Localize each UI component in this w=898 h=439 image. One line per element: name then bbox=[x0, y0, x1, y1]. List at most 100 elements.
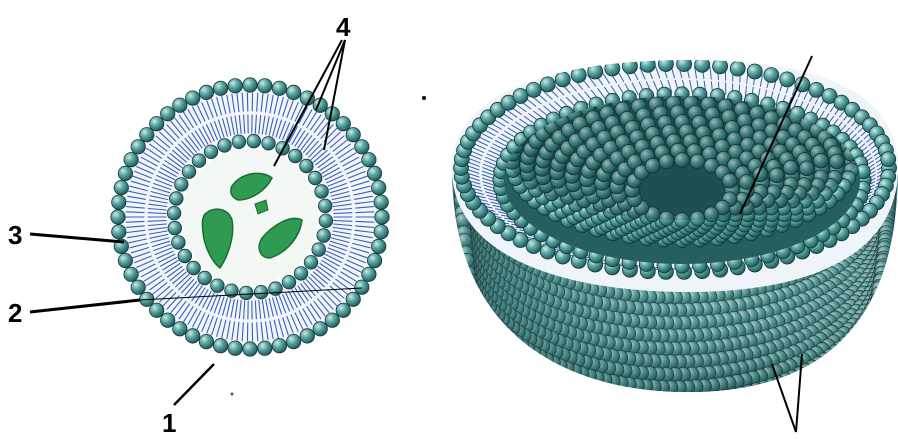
outer-surface-head bbox=[579, 381, 593, 395]
lipid-head-inner bbox=[192, 154, 206, 168]
lipid-head-outer bbox=[355, 140, 369, 154]
outer-surface-head bbox=[867, 306, 881, 320]
outer-surface-head bbox=[619, 415, 633, 429]
outer-surface-head bbox=[544, 367, 558, 381]
lipid-head-outer bbox=[325, 313, 339, 327]
outer-surface-head bbox=[651, 393, 665, 407]
leader-line-2 bbox=[30, 300, 140, 312]
lipid-head-outer bbox=[367, 253, 381, 267]
lipid-head-inner bbox=[312, 243, 326, 257]
outer-surface-head bbox=[463, 279, 477, 293]
outer-surface-head bbox=[668, 393, 682, 407]
outer-surface-head bbox=[748, 408, 762, 422]
outer-surface-head bbox=[468, 309, 482, 323]
outer-surface-head bbox=[705, 404, 719, 418]
outer-surface-head bbox=[466, 298, 480, 312]
outer-surface-head bbox=[729, 400, 743, 414]
outer-surface-head bbox=[587, 383, 601, 397]
outer-surface-head bbox=[588, 408, 602, 422]
outer-surface-head bbox=[475, 325, 489, 339]
outer-surface-head bbox=[733, 412, 747, 426]
outer-surface-head bbox=[564, 376, 578, 390]
outer-surface-head bbox=[581, 406, 595, 420]
outer-surface-head bbox=[647, 405, 661, 419]
outer-surface-head bbox=[795, 377, 809, 391]
outer-surface-head bbox=[496, 355, 510, 369]
lipid-head-inner bbox=[254, 285, 268, 299]
outer-surface-head bbox=[737, 398, 751, 412]
outer-surface-head bbox=[469, 298, 483, 312]
outer-surface-head bbox=[502, 340, 516, 354]
lipid-head-inner bbox=[318, 199, 332, 213]
outer-surface-head bbox=[849, 345, 863, 359]
lipid-head-outer bbox=[243, 342, 257, 356]
lipid-head-outer bbox=[372, 239, 386, 253]
lipid-head-inner bbox=[178, 249, 192, 263]
outer-surface-head bbox=[831, 364, 845, 378]
outer-surface-head bbox=[498, 336, 512, 350]
outer-surface-head bbox=[505, 364, 519, 378]
outer-surface-head bbox=[844, 341, 858, 355]
outer-surface-head bbox=[480, 326, 494, 340]
lipid-head-inner bbox=[218, 139, 232, 153]
lipid-head-outer bbox=[336, 303, 350, 317]
lipid-head-inner bbox=[308, 171, 322, 185]
outer-surface-head bbox=[693, 392, 707, 406]
outer-surface-head bbox=[465, 292, 479, 306]
outer-surface-head bbox=[668, 419, 682, 433]
lipid-head-inner bbox=[304, 255, 318, 269]
stray-dot bbox=[422, 96, 426, 100]
outer-surface-head bbox=[555, 384, 569, 398]
outer-surface-head bbox=[474, 308, 488, 322]
lipid-head-outer bbox=[186, 91, 200, 105]
outer-surface-head bbox=[477, 330, 491, 344]
rim-head-outer bbox=[881, 152, 896, 167]
outer-surface-head bbox=[463, 285, 477, 299]
outer-surface-head bbox=[464, 282, 478, 296]
outer-surface-head bbox=[848, 336, 862, 350]
label-4: 4 bbox=[336, 12, 351, 42]
outer-surface-head bbox=[672, 406, 686, 420]
outer-surface-head bbox=[511, 359, 525, 373]
outer-surface-head bbox=[756, 406, 770, 420]
lipid-head-outer bbox=[131, 140, 145, 154]
outer-surface-head bbox=[713, 403, 727, 417]
rim-head-outer bbox=[658, 57, 673, 72]
rim-head-outer bbox=[730, 61, 745, 76]
outer-surface-head bbox=[500, 359, 514, 373]
outer-surface-head bbox=[569, 389, 583, 403]
lipid-head-outer bbox=[150, 303, 164, 317]
lipid-head-outer bbox=[199, 334, 213, 348]
lipid-head-inner bbox=[247, 134, 261, 148]
outer-surface-head bbox=[548, 381, 562, 395]
liposome-cutaway-3d bbox=[440, 50, 898, 433]
outer-surface-head bbox=[836, 359, 850, 373]
outer-surface-head bbox=[869, 301, 883, 315]
lipid-head-outer bbox=[286, 85, 300, 99]
lipid-head-outer bbox=[112, 225, 126, 239]
outer-surface-head bbox=[573, 403, 587, 417]
lipid-head-outer bbox=[150, 117, 164, 131]
outer-surface-head bbox=[871, 298, 885, 312]
outer-surface-head bbox=[517, 363, 531, 377]
outer-surface-head bbox=[469, 306, 483, 320]
lipid-head-inner bbox=[300, 159, 314, 173]
outer-surface-head bbox=[627, 416, 641, 430]
lipid-head-outer bbox=[243, 78, 257, 92]
outer-surface-head bbox=[531, 360, 545, 374]
outer-surface-head bbox=[656, 406, 670, 420]
lipid-head-outer bbox=[173, 98, 187, 112]
outer-surface-head bbox=[615, 402, 629, 416]
outer-surface-head bbox=[488, 336, 502, 350]
outer-surface-head bbox=[467, 303, 481, 317]
lipid-head-outer bbox=[186, 329, 200, 343]
outer-surface-head bbox=[501, 350, 515, 364]
lipid-head-outer bbox=[374, 225, 388, 239]
outer-surface-head bbox=[664, 406, 678, 420]
outer-surface-head bbox=[660, 419, 674, 433]
outer-surface-head bbox=[676, 419, 690, 433]
outer-surface-head bbox=[521, 377, 535, 391]
rim-head-outer bbox=[764, 68, 779, 83]
lipid-head-outer bbox=[258, 341, 272, 355]
outer-surface-head bbox=[481, 318, 495, 332]
